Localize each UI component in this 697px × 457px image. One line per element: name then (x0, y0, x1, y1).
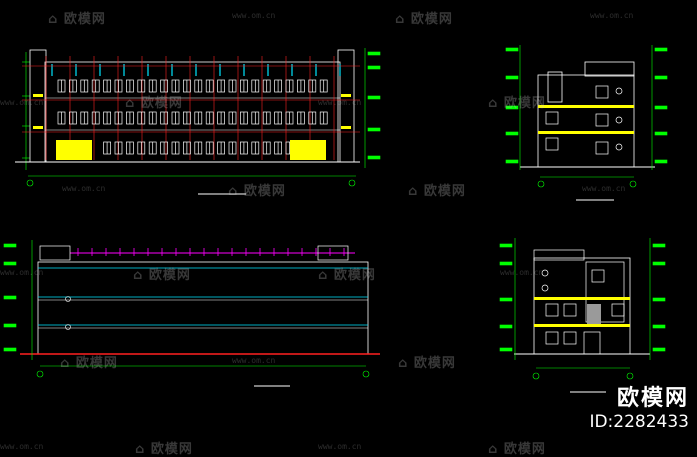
sofa-logo-icon: ⌂ (60, 356, 71, 371)
sofa-logo-icon: ⌂ (133, 268, 144, 283)
rear-elevation (3, 240, 380, 387)
watermark-url: www.om.cn (0, 268, 44, 277)
watermark-logo: ⌂ 欧模网 (133, 268, 191, 283)
watermark-url: www.om.cn (318, 98, 362, 107)
watermark-url: www.om.cn (232, 11, 276, 20)
sofa-logo-icon: ⌂ (488, 442, 499, 457)
side-elevation-right (505, 45, 668, 201)
watermark-url: www.om.cn (590, 11, 634, 20)
brand-id: ID:2282433 (589, 412, 689, 432)
sofa-logo-icon: ⌂ (48, 12, 59, 27)
watermark-url: www.om.cn (582, 184, 626, 193)
sofa-logo-icon: ⌂ (135, 442, 146, 457)
side-elevation-left (499, 238, 666, 393)
watermark-logo: ⌂ 欧模网 (318, 268, 376, 283)
front-elevation (15, 48, 381, 195)
watermark-logo: ⌂ 欧模网 (135, 442, 193, 457)
watermark-logo: ⌂ 欧模网 (48, 12, 106, 27)
watermark-logo: ⌂ 欧模网 (488, 96, 546, 111)
watermark-logo: ⌂ 欧模网 (408, 184, 466, 199)
watermark-logo: ⌂ 欧模网 (125, 96, 183, 111)
watermark-logo: ⌂ 欧模网 (60, 356, 118, 371)
sofa-logo-icon: ⌂ (318, 268, 329, 283)
sofa-logo-icon: ⌂ (125, 96, 136, 111)
watermark-logo: ⌂ 欧模网 (398, 356, 456, 371)
sofa-logo-icon: ⌂ (398, 356, 409, 371)
watermark-url: www.om.cn (0, 442, 44, 451)
watermark-logo: ⌂ 欧模网 (228, 184, 286, 199)
watermark-url: www.om.cn (0, 98, 44, 107)
watermark-url: www.om.cn (500, 268, 544, 277)
watermark-url: www.om.cn (232, 356, 276, 365)
sofa-logo-icon: ⌂ (488, 96, 499, 111)
sofa-logo-icon: ⌂ (408, 184, 419, 199)
watermark-logo: ⌂ 欧模网 (395, 12, 453, 27)
sofa-logo-icon: ⌂ (395, 12, 406, 27)
watermark-url: www.om.cn (318, 442, 362, 451)
watermark-url: www.om.cn (62, 184, 106, 193)
watermark-logo: ⌂ 欧模网 (488, 442, 546, 457)
sofa-logo-icon: ⌂ (228, 184, 239, 199)
brand-name: 欧模网 (616, 386, 689, 411)
brand-block: 欧模网 ID:2282433 (589, 380, 689, 432)
